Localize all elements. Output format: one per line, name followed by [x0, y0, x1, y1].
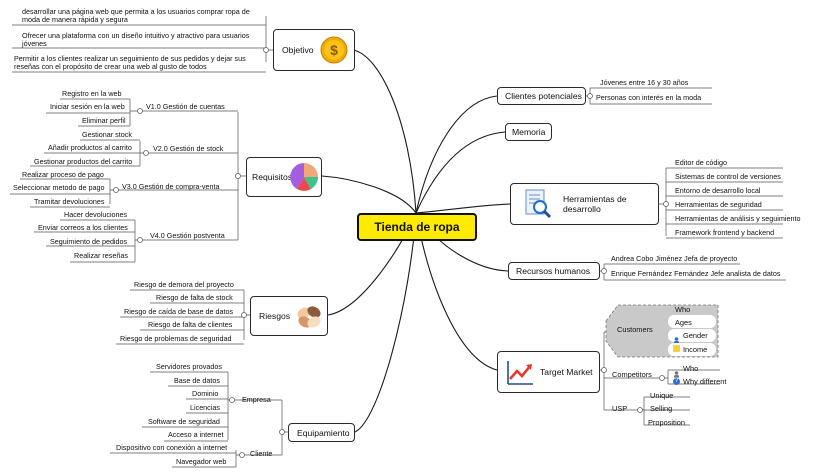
- herramientas-node[interactable]: Herramientas de desarrollo: [510, 183, 659, 225]
- usp-item[interactable]: Unique: [650, 391, 674, 400]
- requisitos-node[interactable]: Requisitos: [246, 157, 322, 197]
- herramientas-item[interactable]: Herramientas de análisis y seguimiento: [675, 214, 801, 223]
- requisitos-item[interactable]: Enviar correos a los clientes: [38, 223, 128, 232]
- recursos-title: Recursos humanos: [516, 266, 591, 276]
- ages-box[interactable]: [668, 315, 716, 328]
- requisitos-item[interactable]: Hacer devoluciones: [64, 210, 128, 219]
- herramientas-item[interactable]: Entorno de desarrollo local: [675, 186, 761, 195]
- requisitos-title: Requisitos: [252, 172, 293, 182]
- customers-item[interactable]: Who: [675, 305, 691, 314]
- objetivo-node[interactable]: Objetivo $: [273, 29, 355, 71]
- competitors-label[interactable]: Competitors: [612, 370, 652, 379]
- requisitos-group-label[interactable]: V4.0 Gestión postventa: [150, 231, 225, 240]
- question-icon: ?: [673, 378, 680, 385]
- hands-together-icon: [297, 306, 321, 328]
- equipamiento-group-label[interactable]: Cliente: [250, 449, 273, 458]
- pie-chart-icon: [290, 163, 318, 191]
- customers-label[interactable]: Customers: [617, 325, 653, 334]
- objetivo-item[interactable]: Permitir a los clientes realizar un segu…: [14, 54, 246, 72]
- requisitos-item[interactable]: Seleccionar metodo de pago: [13, 183, 105, 192]
- equipamiento-group-label[interactable]: Empresa: [242, 395, 271, 404]
- requisitos-item[interactable]: Seguimiento de pedidos: [50, 237, 128, 246]
- target-market-node[interactable]: Target Market: [497, 351, 600, 393]
- recursos-node[interactable]: Recursos humanos: [508, 262, 600, 280]
- requisitos-item[interactable]: Realizar proceso de pago: [22, 170, 104, 179]
- equipamiento-item[interactable]: Licencias: [190, 403, 220, 412]
- equipamiento-item[interactable]: Navegador web: [176, 457, 227, 466]
- usp-label[interactable]: USP: [612, 404, 628, 413]
- equipamiento-item[interactable]: Base de datos: [174, 376, 220, 385]
- requisitos-group-label[interactable]: V1.0 Gestión de cuentas: [146, 102, 225, 111]
- clientes-item[interactable]: Jóvenes entre 16 y 30 años: [600, 78, 689, 87]
- requisitos-item[interactable]: Gestionar productos del carrito: [34, 157, 133, 166]
- equipamiento-node[interactable]: Equipamiento: [288, 423, 355, 442]
- clientes-node[interactable]: Clientes potenciales: [497, 87, 586, 105]
- riesgos-item[interactable]: Riesgo de falta de stock: [156, 293, 233, 302]
- equipamiento-item[interactable]: Dominio: [192, 389, 219, 398]
- dollar-coin-icon: $: [320, 36, 348, 64]
- competitors-item[interactable]: Who: [683, 364, 699, 373]
- riesgos-item[interactable]: Riesgo de falta de clientes: [148, 320, 233, 329]
- recursos-item[interactable]: Enrique Fernández Fernández Jefe analist…: [611, 269, 781, 278]
- herramientas-item[interactable]: Sistemas de control de versiones: [675, 172, 781, 181]
- riesgos-title: Riesgos: [259, 311, 291, 321]
- customers-item: Gender: [683, 331, 708, 340]
- central-topic[interactable]: Tienda de ropa: [357, 213, 477, 241]
- usp-item[interactable]: Proposition: [648, 418, 685, 427]
- document-search-icon: [525, 189, 552, 219]
- objetivo-title: Objetivo: [282, 45, 314, 55]
- clientes-title: Clientes potenciales: [505, 91, 582, 101]
- memoria-title: Memoria: [512, 127, 546, 137]
- requisitos-group-label[interactable]: V2.0 Gestión de stock: [153, 144, 224, 153]
- income-box[interactable]: [668, 343, 716, 356]
- usp-item[interactable]: Selling: [650, 404, 673, 413]
- herramientas-item[interactable]: Herramientas de seguridad: [675, 200, 762, 209]
- objetivo-item[interactable]: Ofrecer una plataforma con un diseño int…: [22, 31, 250, 49]
- customers-item: Income: [683, 345, 708, 354]
- equipamiento-item[interactable]: Dispositivo con conexión a internet: [116, 443, 228, 452]
- herramientas-title: Herramientas de desarrollo: [563, 194, 627, 214]
- requisitos-item[interactable]: Tramitar devoluciones: [34, 197, 105, 206]
- requisitos-group-label[interactable]: V3.0 Gestión de compra-venta: [122, 182, 220, 191]
- objetivo-item[interactable]: desarrollar una página web que permita a…: [22, 7, 250, 25]
- customers-item: Ages: [675, 318, 692, 327]
- clientes-item[interactable]: Personas con interés en la moda: [596, 93, 702, 102]
- herramientas-item[interactable]: Editor de código: [675, 158, 727, 167]
- riesgos-item[interactable]: Riesgo de demora del proyecto: [134, 280, 234, 289]
- equipamiento-item[interactable]: Acceso a internet: [168, 430, 224, 439]
- competitors-item[interactable]: Why different: [683, 377, 727, 386]
- svg-text:$: $: [330, 42, 338, 58]
- herramientas-item[interactable]: Framework frontend y backend: [675, 228, 775, 237]
- person-icon: [673, 331, 680, 344]
- requisitos-item[interactable]: Realizar reseñas: [74, 251, 128, 260]
- equipamiento-title: Equipamiento: [297, 427, 350, 438]
- recursos-item[interactable]: Andrea Cobo Jiménez Jefa de proyecto: [611, 254, 738, 263]
- person-icon: [673, 365, 680, 378]
- riesgos-node[interactable]: Riesgos: [250, 296, 328, 336]
- trend-chart-icon: [507, 361, 533, 385]
- target-market-title: Target Market: [540, 367, 593, 377]
- requisitos-item[interactable]: Eliminar perfil: [82, 116, 126, 125]
- requisitos-item[interactable]: Añadir productos al carrito: [48, 143, 132, 152]
- equipamiento-item[interactable]: Servidores provados: [156, 362, 222, 371]
- riesgos-item[interactable]: Riesgo de problemas de seguridad: [120, 334, 232, 343]
- requisitos-item[interactable]: Registro en la web: [62, 89, 122, 98]
- equipamiento-item[interactable]: Software de seguridad: [148, 417, 220, 426]
- riesgos-item[interactable]: Riesgo de caída de base de datos: [124, 307, 234, 316]
- gender-box[interactable]: [668, 329, 716, 342]
- memoria-node[interactable]: Memoria: [505, 123, 552, 141]
- money-icon: [673, 345, 680, 352]
- requisitos-item[interactable]: Iniciar sesión en la web: [50, 102, 125, 111]
- requisitos-item[interactable]: Gestionar stock: [82, 130, 132, 139]
